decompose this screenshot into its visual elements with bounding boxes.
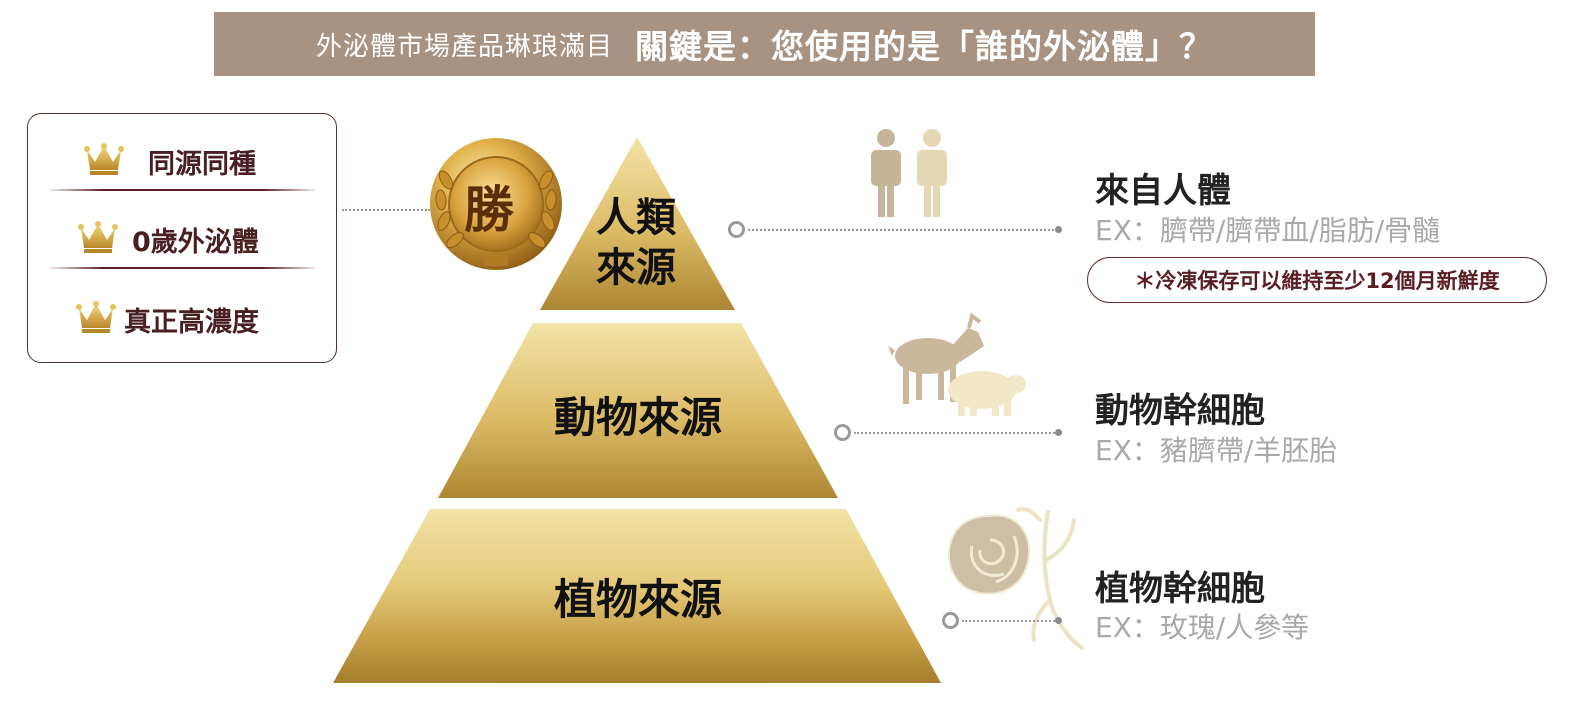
source-title-animal: 動物幹細胞 (1095, 391, 1265, 431)
pyramid-tier-bottom (333, 509, 941, 683)
connector-end (1055, 429, 1062, 436)
connector-node (834, 424, 851, 441)
connector-line (854, 432, 1058, 434)
connector-line (748, 229, 1058, 231)
laurel-medal-icon (430, 138, 562, 270)
connector-node (942, 612, 959, 629)
freshness-note: ＊冷凍保存可以維持至少12個月新鮮度 (1087, 257, 1547, 303)
source-title-plant: 植物幹細胞 (1095, 569, 1265, 609)
crown-icon (84, 143, 124, 175)
rose-ginseng-icon (947, 507, 1084, 650)
divider (50, 189, 315, 191)
tier-label-animal: 動物來源 (553, 393, 722, 442)
crown-icon (76, 301, 116, 333)
goat-pig-icon (888, 312, 1026, 416)
human-figures-icon (871, 129, 947, 217)
legend-label: 同源同種 (148, 149, 256, 180)
legend-item: 真正高濃度 (28, 298, 336, 338)
legend-item: 0歲外泌體 (28, 218, 336, 258)
tier-label-line: 來源 (596, 244, 676, 291)
connector-node (728, 221, 745, 238)
source-example-plant: EX：玫瑰/人參等 (1095, 611, 1310, 644)
connector-end (1055, 226, 1062, 233)
connector-line (962, 620, 1058, 622)
tier-label-human: 人類 來源 (580, 193, 692, 293)
tier-label-plant: 植物來源 (553, 575, 722, 624)
banner-subtitle: 外泌體市場產品琳琅滿目 (315, 31, 613, 62)
pyramid-tier-middle (438, 323, 838, 498)
crown-icon (78, 221, 118, 253)
legend-label: 真正高濃度 (124, 307, 259, 338)
advantages-legend: 同源同種 0歲外泌體 真正高濃度 (27, 113, 337, 363)
source-example-animal: EX：豬臍帶/羊胚胎 (1095, 434, 1338, 467)
medal-char: 勝 (464, 180, 514, 239)
connector-end (1055, 617, 1062, 624)
divider (50, 267, 315, 269)
source-title-human: 來自人體 (1095, 171, 1231, 211)
banner-headline: 關鍵是：您使用的是「誰的外泌體」？ (635, 27, 1213, 66)
tier-label-line: 人類 (596, 194, 676, 241)
legend-label: 0歲外泌體 (132, 227, 259, 258)
source-example-human: EX：臍帶/臍帶血/脂肪/骨髓 (1095, 214, 1441, 247)
pyramid-tier-top (540, 137, 735, 310)
connector-line (342, 209, 430, 211)
legend-item: 同源同種 (28, 140, 336, 180)
header-banner: 外泌體市場產品琳琅滿目 關鍵是：您使用的是「誰的外泌體」？ (214, 12, 1315, 76)
